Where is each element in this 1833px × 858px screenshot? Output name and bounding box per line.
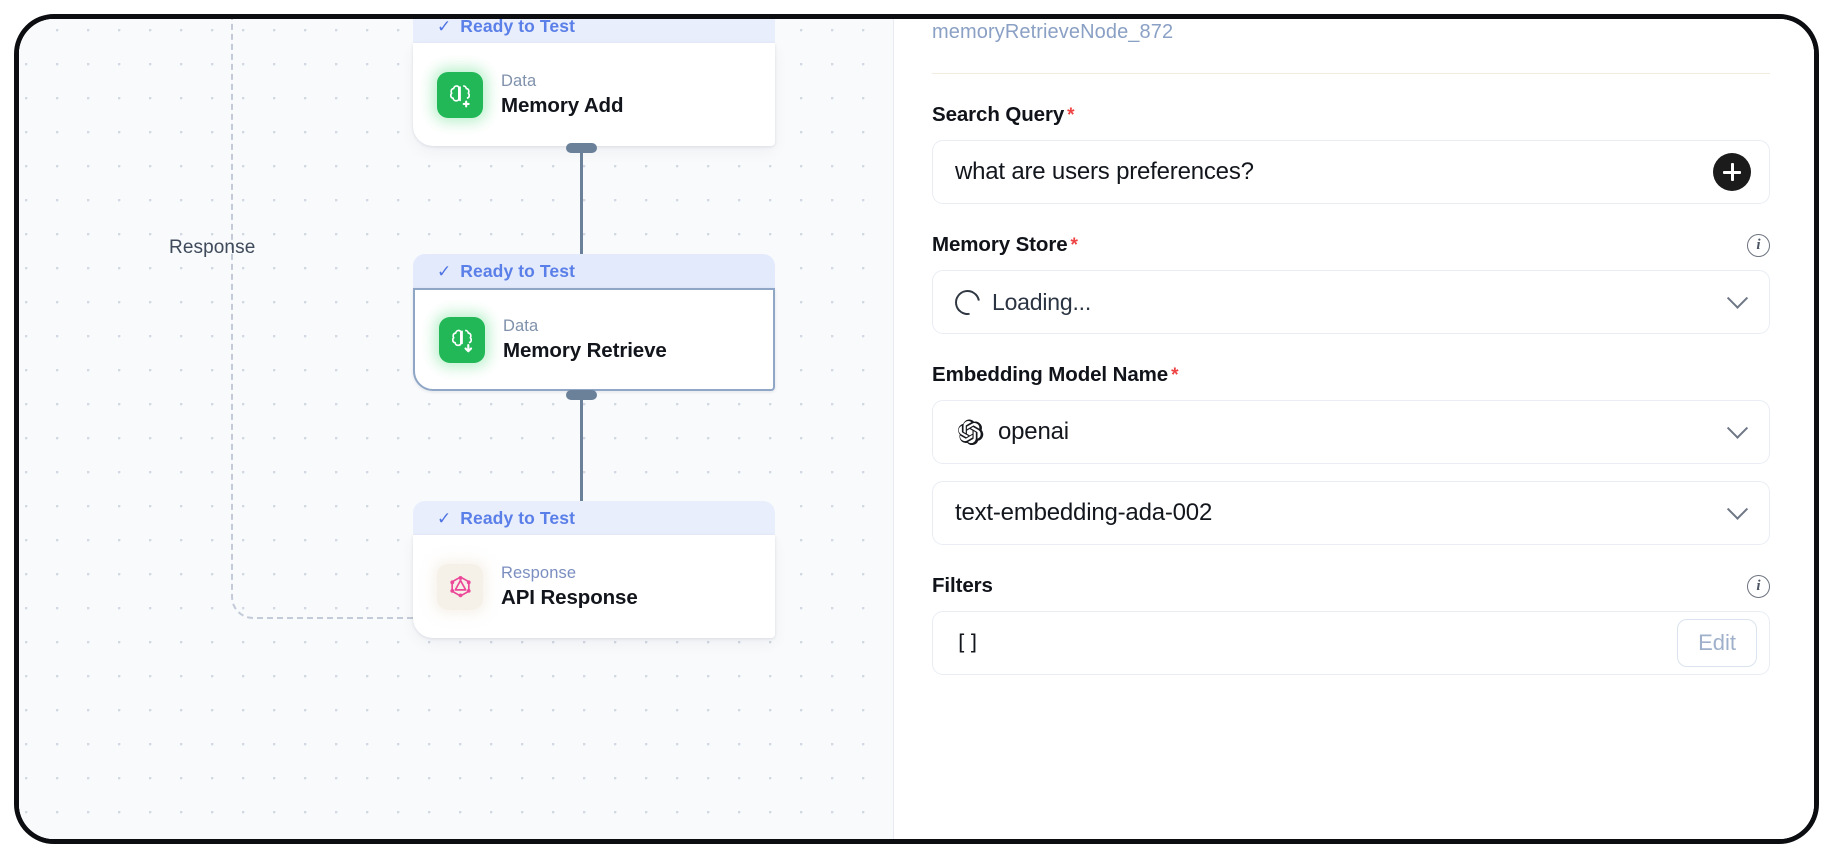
field-filters: Filters i [] Edit — [932, 574, 1770, 675]
field-label: Search Query* — [932, 103, 1075, 127]
field-label-text: Search Query — [932, 103, 1065, 126]
spinner-icon — [950, 284, 985, 320]
plus-icon[interactable] — [1713, 153, 1751, 191]
search-query-value: what are users preferences? — [955, 158, 1254, 185]
edge-label-response: Response — [169, 237, 256, 258]
check-icon: ✓ — [437, 19, 452, 36]
field-label-text: Filters — [932, 574, 993, 597]
required-asterisk: * — [1070, 235, 1078, 256]
embedding-model-select[interactable]: text-embedding-ada-002 — [932, 481, 1770, 545]
node-status-label: Ready to Test — [460, 19, 576, 36]
node-handle-source[interactable] — [566, 143, 597, 153]
node-status-badge: ✓ Ready to Test — [413, 254, 775, 288]
edge-line — [580, 149, 583, 268]
graphql-icon — [437, 563, 483, 610]
brain-download-icon — [439, 316, 485, 363]
embedding-provider-select[interactable]: openai — [932, 400, 1770, 464]
field-label: Embedding Model Name* — [932, 363, 1178, 387]
filters-input[interactable]: [] Edit — [932, 611, 1770, 675]
required-asterisk: * — [1067, 105, 1075, 126]
field-label: Memory Store* — [932, 233, 1078, 257]
field-label: Filters — [932, 574, 993, 598]
edit-filters-button[interactable]: Edit — [1677, 619, 1757, 667]
openai-icon — [955, 417, 986, 448]
field-memory-store: Memory Store* i Loading... — [932, 233, 1770, 334]
field-label-text: Memory Store — [932, 233, 1068, 256]
search-query-input[interactable]: what are users preferences? — [932, 140, 1770, 204]
check-icon: ✓ — [437, 508, 452, 528]
edge-line — [580, 396, 583, 515]
node-kind-label: Response — [501, 563, 577, 582]
memory-store-select[interactable]: Loading... — [932, 270, 1770, 334]
panel-node-id: memoryRetrieveNode_872 — [932, 21, 1174, 43]
node-title-label: API Response — [501, 585, 638, 609]
node-handle-source[interactable] — [566, 390, 597, 400]
node-status-badge: ✓ Ready to Test — [413, 501, 775, 535]
chevron-down-icon[interactable] — [1726, 417, 1749, 439]
brain-plus-icon — [437, 71, 483, 118]
flow-canvas[interactable]: Response ✓ Ready to Test — [19, 19, 893, 839]
memory-store-value: Loading... — [992, 288, 1092, 315]
info-icon[interactable]: i — [1747, 574, 1770, 598]
required-asterisk: * — [1171, 365, 1179, 386]
app-window: Response ✓ Ready to Test — [14, 14, 1819, 844]
node-title-label: Memory Add — [501, 93, 624, 117]
node-title-label: Memory Retrieve — [503, 338, 667, 362]
field-search-query: Search Query* what are users preferences… — [932, 103, 1770, 204]
node-status-label: Ready to Test — [460, 507, 576, 528]
node-kind-label: Data — [503, 316, 539, 335]
flow-node-memory-retrieve[interactable]: ✓ Ready to Test Data Memory R — [413, 254, 775, 391]
field-embedding-model-name: Embedding Model Name* openai — [932, 363, 1770, 464]
panel-divider — [932, 73, 1770, 74]
embedding-model-value: text-embedding-ada-002 — [955, 499, 1213, 526]
chevron-down-icon[interactable] — [1726, 498, 1749, 520]
node-status-label: Ready to Test — [460, 260, 576, 281]
check-icon: ✓ — [437, 261, 452, 281]
node-properties-panel[interactable]: memoryRetrieveNode_872 Search Query* wha… — [893, 19, 1814, 839]
embedding-provider-value: openai — [998, 418, 1069, 445]
flow-node-memory-add[interactable]: ✓ Ready to Test Data Memory A — [413, 19, 775, 146]
field-embedding-model: text-embedding-ada-002 — [932, 481, 1770, 545]
chevron-down-icon[interactable] — [1726, 287, 1749, 309]
node-kind-label: Data — [501, 71, 537, 90]
flow-node-api-response[interactable]: ✓ Ready to Test — [413, 501, 775, 638]
node-status-badge: ✓ Ready to Test — [413, 19, 775, 43]
filters-value: [] — [955, 631, 980, 655]
field-label-text: Embedding Model Name — [932, 363, 1169, 386]
info-icon[interactable]: i — [1747, 233, 1770, 257]
